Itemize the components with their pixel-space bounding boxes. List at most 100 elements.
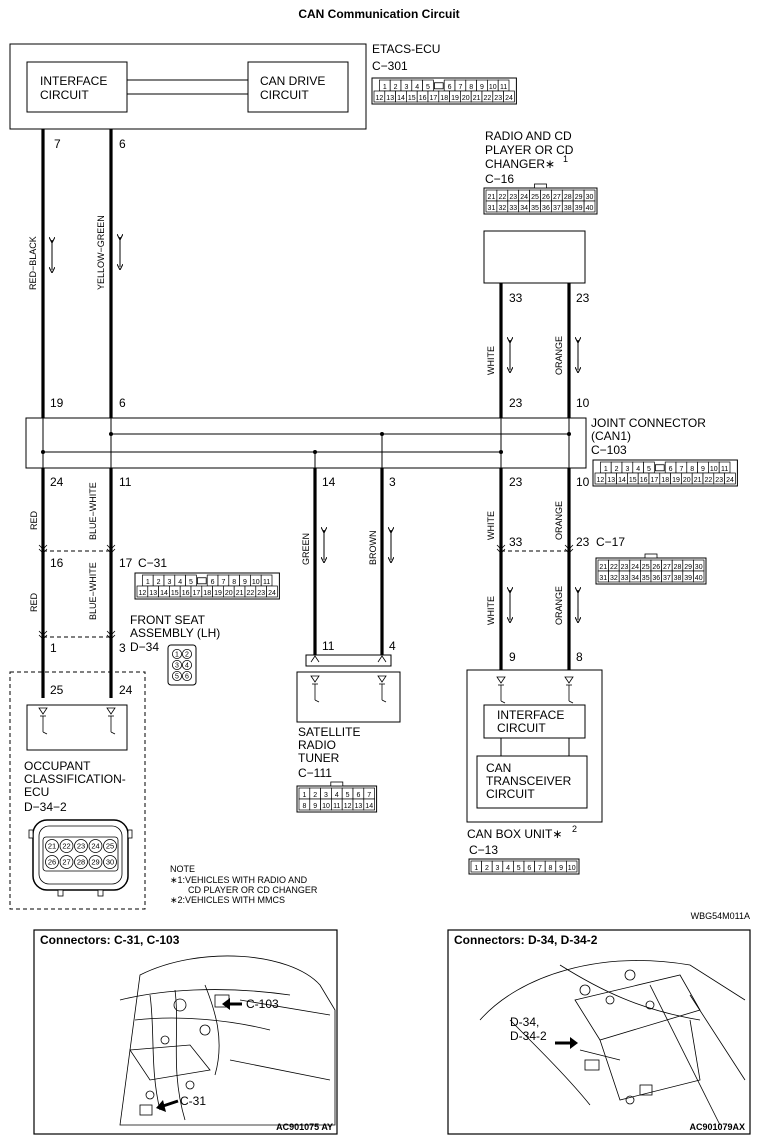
svg-text:14: 14	[322, 475, 336, 489]
pin-number: 6	[448, 84, 452, 91]
pin-number: 30	[695, 564, 703, 571]
svg-text:SATELLITE: SATELLITE	[298, 725, 360, 739]
svg-text:23: 23	[576, 535, 590, 549]
c13-connector-id: C−13	[469, 843, 498, 857]
svg-text:(CAN1): (CAN1)	[591, 429, 631, 443]
pin-number: 26	[48, 858, 56, 867]
svg-text:∗1:VEHICLES WITH RADIO AND: ∗1:VEHICLES WITH RADIO AND	[170, 875, 308, 885]
pin-number: 2	[485, 865, 489, 872]
pin-number: 10	[710, 466, 718, 473]
pin-number: 33	[621, 575, 629, 582]
pin-number: 2	[185, 652, 189, 659]
svg-text:33: 33	[509, 291, 523, 305]
svg-text:D-34,: D-34,	[510, 1015, 539, 1029]
pin-number: 16	[419, 95, 427, 102]
svg-text:D-34-2: D-34-2	[510, 1029, 547, 1043]
pin-number: 20	[462, 95, 470, 102]
svg-text:6: 6	[119, 396, 126, 410]
c31-connector-id: C−31	[138, 556, 167, 570]
c111-connector-id: C−111	[298, 766, 332, 780]
pin-number: 5	[189, 579, 193, 586]
svg-text:CIRCUIT: CIRCUIT	[260, 88, 309, 102]
pin-number: 24	[268, 590, 276, 597]
pin-number: 4	[185, 663, 189, 670]
pin-number: 21	[236, 590, 244, 597]
pin-number: 17	[430, 95, 438, 102]
pin-number: 23	[257, 590, 265, 597]
pin-number: 32	[498, 205, 506, 212]
pin-number: 3	[175, 663, 179, 670]
inset-connectors-c31-c103: Connectors: C-31, C-103 C-103 C-31 AC901…	[33, 929, 338, 1135]
pin-number: 4	[506, 865, 510, 872]
svg-text:CHANGER∗: CHANGER∗	[485, 157, 555, 171]
pin-number: 8	[549, 865, 553, 872]
svg-text:23: 23	[509, 475, 523, 489]
pin-number: 1	[383, 84, 387, 91]
pin-number: 21	[599, 564, 607, 571]
svg-text:ECU: ECU	[24, 785, 49, 799]
pin-number: 8	[302, 803, 306, 810]
pin-number: 19	[451, 95, 459, 102]
pin-number: 22	[610, 564, 618, 571]
pin-number: 7	[221, 579, 225, 586]
pin-number: 23	[621, 564, 629, 571]
pin-number: 8	[469, 84, 473, 91]
svg-text:ORANGE: ORANGE	[554, 336, 564, 375]
pin-number: 13	[386, 95, 394, 102]
svg-text:4: 4	[389, 639, 396, 653]
svg-text:9: 9	[509, 650, 516, 664]
pin-number: 3	[496, 865, 500, 872]
pin-number: 34	[631, 575, 639, 582]
pin-number: 1	[146, 579, 150, 586]
svg-text:24: 24	[119, 683, 133, 697]
pin-number: 40	[695, 575, 703, 582]
page-title: CAN Communication Circuit	[298, 7, 459, 21]
pin-number: 25	[642, 564, 650, 571]
pin-number: 19	[672, 477, 680, 484]
pin-number: 14	[365, 803, 373, 810]
pin-number: 27	[553, 194, 561, 201]
pin-number: 6	[211, 579, 215, 586]
pin-number: 33	[509, 205, 517, 212]
pin-number: 5	[517, 865, 521, 872]
pin-number: 2	[313, 792, 317, 799]
pin-number: 8	[690, 466, 694, 473]
pin-number: 9	[313, 803, 317, 810]
svg-text:17: 17	[119, 556, 133, 570]
pin-number: 11	[263, 579, 270, 586]
svg-text:WHITE: WHITE	[486, 511, 496, 540]
svg-text:CD PLAYER OR CD CHANGER: CD PLAYER OR CD CHANGER	[188, 885, 318, 895]
svg-text:RED: RED	[29, 592, 39, 612]
pin-number: 10	[489, 84, 497, 91]
svg-text:CAN: CAN	[486, 761, 511, 775]
pin-number: 19	[214, 590, 222, 597]
svg-text:BLUE−WHITE: BLUE−WHITE	[88, 482, 98, 540]
svg-text:TRANSCEIVER: TRANSCEIVER	[486, 774, 572, 788]
pin-number: 30	[586, 194, 594, 201]
pin-number: 24	[631, 564, 639, 571]
svg-text:CAN BOX UNIT∗: CAN BOX UNIT∗	[467, 827, 562, 841]
svg-text:TUNER: TUNER	[298, 751, 340, 765]
pin-number: 11	[500, 84, 507, 91]
pin-number: 1	[302, 792, 306, 799]
pin-number: 35	[642, 575, 650, 582]
pin-number: 13	[607, 477, 615, 484]
svg-text:1: 1	[50, 641, 57, 655]
pin-number: 26	[542, 194, 550, 201]
svg-text:33: 33	[509, 535, 523, 549]
pin-number: 4	[415, 84, 419, 91]
etacs-ecu: INTERFACE CIRCUIT CAN DRIVE CIRCUIT ETAC…	[9, 42, 517, 130]
pin-number: 6	[356, 792, 360, 799]
pin-number: 18	[661, 477, 669, 484]
svg-text:AC901079AX: AC901079AX	[689, 1122, 745, 1132]
svg-text:GREEN: GREEN	[301, 533, 311, 565]
pin-number: 40	[586, 205, 594, 212]
pin-number: 16	[640, 477, 648, 484]
pin-number: 35	[531, 205, 539, 212]
pin-number: 25	[531, 194, 539, 201]
